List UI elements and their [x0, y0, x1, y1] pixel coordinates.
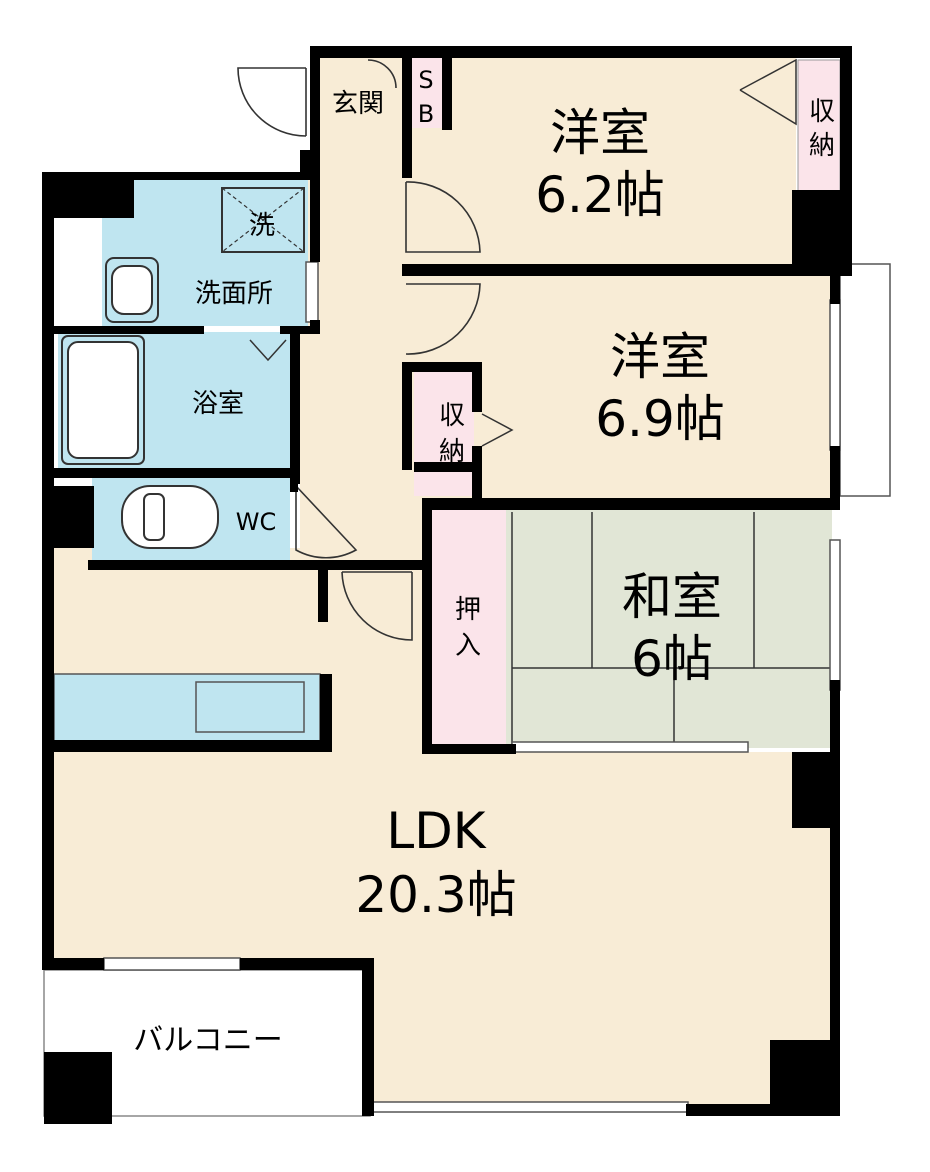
- balcony-label: バルコニー: [133, 1023, 282, 1058]
- kitchen-sink: [195, 681, 305, 733]
- entrance-label: 玄関: [332, 89, 384, 119]
- tatami-lines: [511, 512, 830, 744]
- wc-door[interactable]: [295, 483, 358, 559]
- ldk-south-window: [369, 1101, 689, 1113]
- storage2-floor: [414, 372, 474, 496]
- windows: [103, 261, 891, 1113]
- toilet: [121, 485, 219, 549]
- oshiire-label-b: 入: [455, 631, 481, 661]
- shoe-box-floor: [410, 58, 442, 128]
- ldk-size: 20.3帖: [355, 866, 516, 924]
- washer-label: 洗: [249, 211, 275, 241]
- room2-name: 洋室: [610, 328, 710, 386]
- bath-label: 浴室: [192, 389, 244, 419]
- room2-window-bay: [839, 263, 891, 497]
- storage1-label-a: 収: [809, 97, 835, 127]
- oshiire-label-a: 押: [455, 595, 481, 625]
- storage2-label-b: 納: [439, 437, 465, 467]
- storage1-label-b: 納: [809, 131, 835, 161]
- balcony: [43, 969, 371, 1124]
- room1-floor: [408, 56, 796, 266]
- floor-fills: [50, 56, 841, 1104]
- storage2-label-a: 収: [439, 401, 465, 431]
- room-labels: 玄関 S B 洋室 6.2帖 収 納 洗 洗面所 洋室 6.9帖 浴室 収 納 …: [133, 66, 835, 1058]
- shoe-box-b: B: [418, 100, 434, 128]
- washitsu-name: 和室: [622, 568, 722, 626]
- washroom-label: 洗面所: [195, 279, 273, 309]
- fixtures: [61, 58, 797, 549]
- storage1-floor: [797, 59, 841, 193]
- doors: [237, 59, 481, 641]
- walls: [42, 46, 852, 1116]
- washitsu-window: [829, 539, 841, 691]
- room1-door[interactable]: [405, 181, 481, 253]
- ldk-window: [103, 957, 241, 971]
- ldk-door[interactable]: [341, 571, 413, 641]
- wc-label: WC: [236, 508, 277, 536]
- room2-size: 6.9帖: [595, 390, 725, 448]
- room1-name: 洋室: [550, 104, 650, 162]
- oshiire-floor: [430, 508, 506, 748]
- entrance-floor: [316, 58, 412, 158]
- room2-door[interactable]: [405, 283, 481, 355]
- shoe-box-s: S: [418, 66, 433, 94]
- washitsu-floor: [506, 508, 832, 748]
- washitsu-sliding: [511, 741, 749, 753]
- room1-size: 6.2帖: [535, 166, 665, 224]
- hallway-floor: [300, 150, 426, 570]
- balcony-pillar: [44, 1052, 112, 1124]
- washroom-window: [305, 261, 319, 323]
- ldk-name: LDK: [386, 802, 486, 860]
- entrance-door[interactable]: [237, 67, 307, 137]
- washitsu-size: 6帖: [631, 630, 713, 688]
